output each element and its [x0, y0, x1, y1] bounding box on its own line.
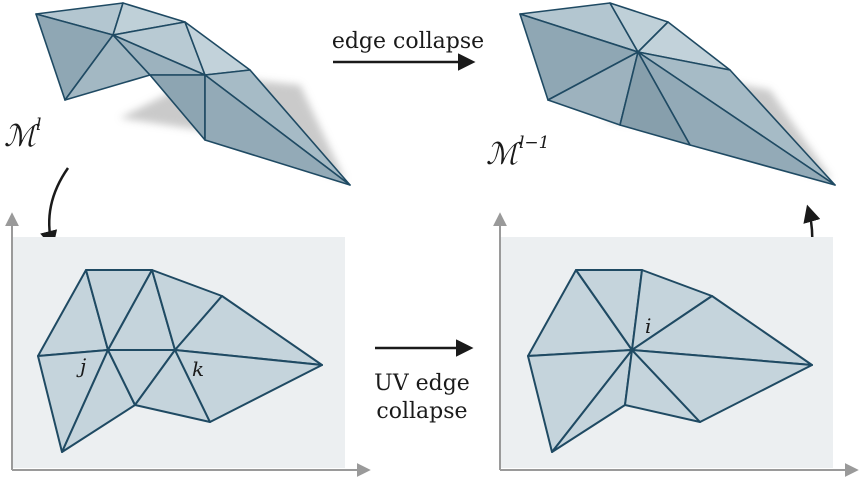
vertex-label-k: k [192, 357, 204, 381]
mesh-label-fine: ℳ l [4, 115, 41, 154]
mesh-fine-3d [35, 2, 351, 186]
mesh-symbol: ℳ [4, 119, 40, 154]
curved-arrow-down [40, 167, 70, 249]
uv-face [174, 349, 323, 423]
uv-panel-fine: j k [4, 212, 371, 477]
vertex-label-j: j [76, 354, 86, 378]
mesh-superscript: l−1 [519, 133, 550, 153]
uv-edge-collapse-label-2: collapse [376, 399, 467, 424]
mesh-label-coarse: ℳ l−1 [486, 133, 550, 172]
edge-collapse-label: edge collapse [332, 29, 484, 54]
mesh-face [619, 51, 691, 146]
mesh-coarse-3d [519, 2, 836, 186]
uv-edge-collapse-arrow: UV edge collapse [374, 339, 474, 424]
uv-edge-collapse-label-1: UV edge [374, 371, 470, 396]
mesh-superscript: l [36, 115, 41, 135]
mesh-symbol: ℳ [486, 137, 522, 172]
edge-collapse-arrow: edge collapse [332, 29, 484, 71]
uv-panel-coarse: i [493, 212, 859, 477]
mesh-face [204, 74, 351, 186]
uv-face [631, 349, 813, 423]
vertex-label-i: i [645, 314, 651, 338]
